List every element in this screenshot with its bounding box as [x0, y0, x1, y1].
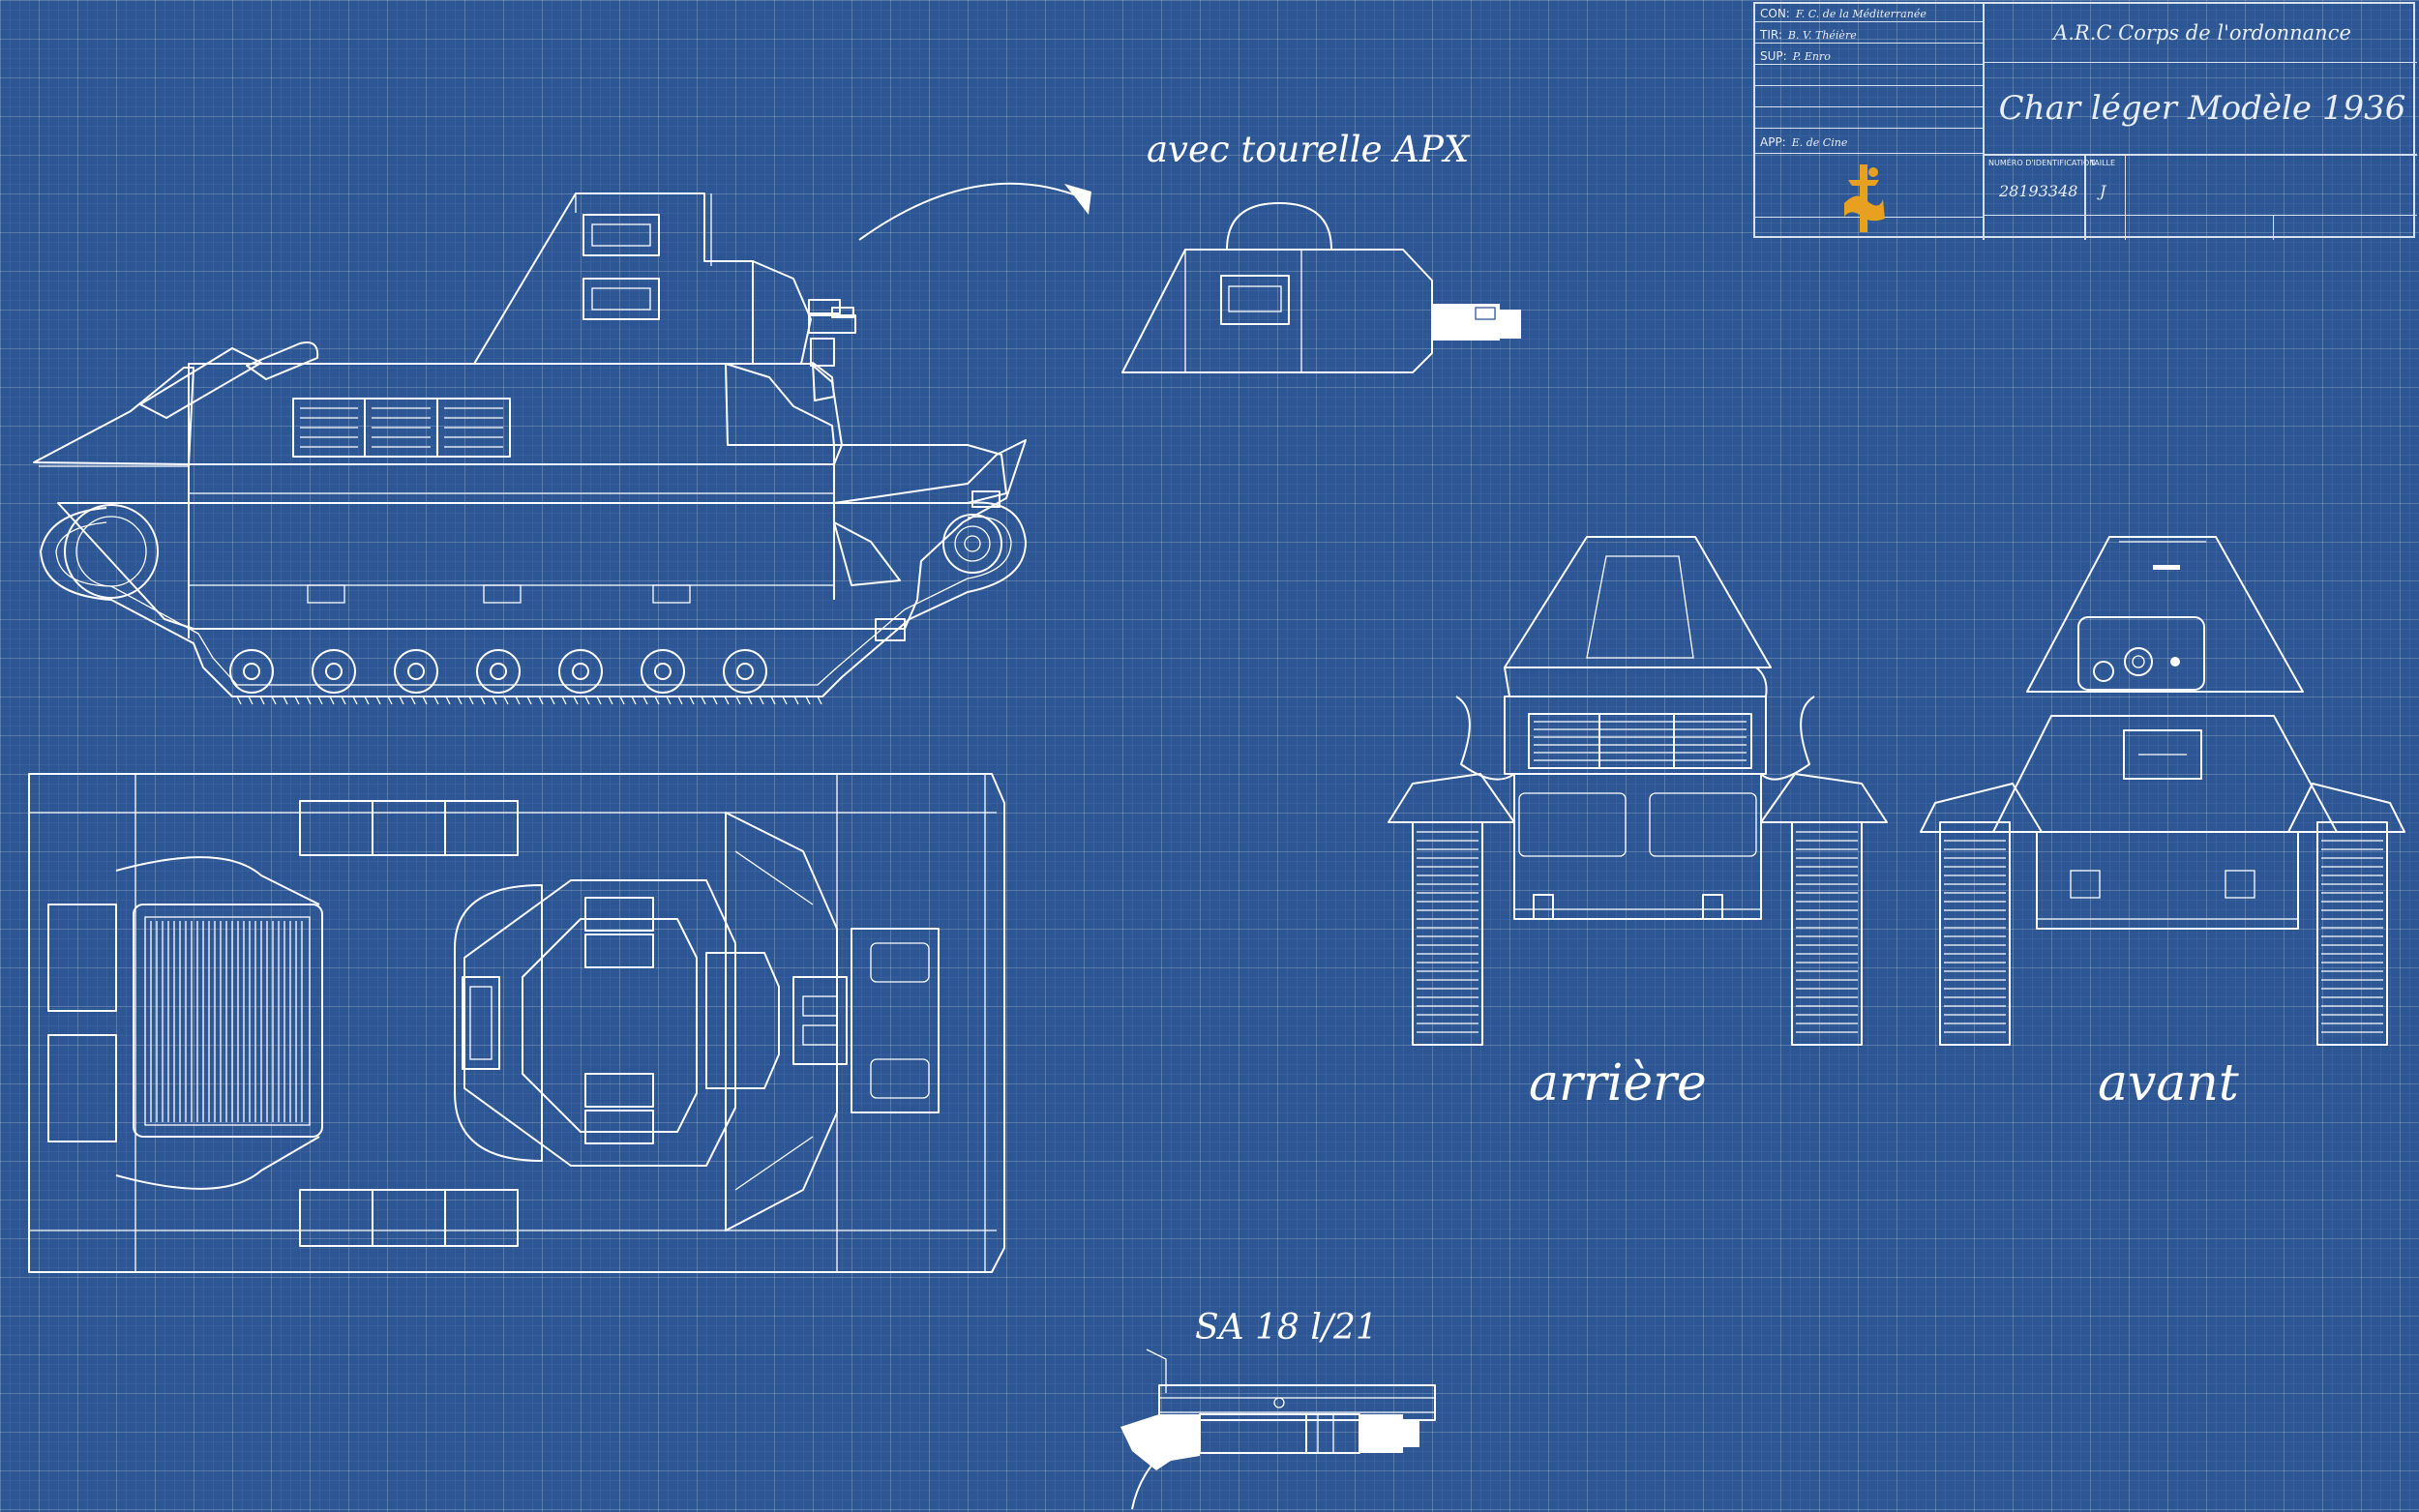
top-view-radiator [47, 856, 323, 1190]
side-view-engine-grille [292, 398, 511, 458]
rear-view-label: arrière [1529, 1054, 1707, 1112]
tb-sup: SUP:P. Enro [1760, 49, 1831, 63]
tb-organization: A.R.C Corps de l'ordonnance [2053, 21, 2351, 44]
side-view-rear-deck [33, 341, 319, 467]
arrow-head [1064, 184, 1091, 215]
top-view-front [705, 812, 940, 1231]
tb-tir: TIR:B. V. Théière [1760, 28, 1857, 42]
top-view-grille-upper [299, 800, 519, 856]
tb-size-value: J [2100, 182, 2106, 200]
turret-variant-label: avec tourelle APX [1147, 129, 1470, 170]
emblem-icon [1844, 164, 1885, 232]
side-view-hull [57, 439, 1027, 641]
front-view-right-track [2316, 821, 2388, 1046]
top-view-grille-lower [299, 1189, 519, 1247]
gun-label: SA 18 l/21 [1195, 1308, 1378, 1348]
front-view-label: avant [2098, 1054, 2239, 1112]
arrow-icon [858, 182, 1085, 241]
tb-id-value: 28193348 [1999, 182, 2078, 200]
tb-app: APP:E. de Cine [1760, 135, 1848, 149]
tb-id-header: NUMÉRO D'IDENTIFICATION [1988, 159, 2096, 167]
top-view-turret [454, 879, 736, 1167]
front-view-left-track [1939, 821, 2011, 1046]
title-block: CON:F. C. de la Méditerranée TIR:B. V. T… [1753, 2, 2417, 240]
side-view-track [40, 501, 1027, 705]
tb-con: CON:F. C. de la Méditerranée [1760, 7, 1926, 20]
tb-drawing-title: Char léger Modèle 1936 [1998, 89, 2406, 128]
tb-size-header: TAILLE [2090, 159, 2116, 167]
